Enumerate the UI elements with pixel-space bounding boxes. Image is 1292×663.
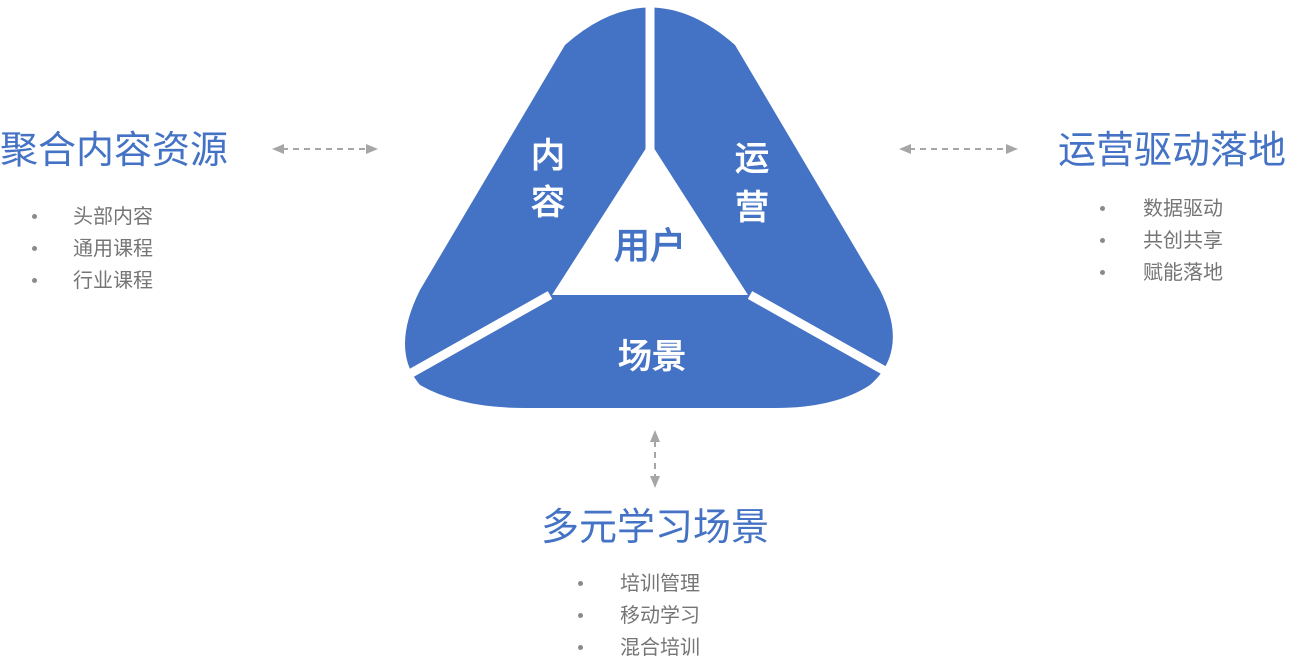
list-item: 数据驱动 bbox=[1058, 192, 1286, 224]
list-item: 行业课程 bbox=[0, 264, 228, 296]
bullet-icon bbox=[1100, 238, 1105, 243]
list-item-label: 混合培训 bbox=[620, 635, 700, 659]
bullet-icon bbox=[32, 246, 37, 251]
list-item-label: 赋能落地 bbox=[1143, 260, 1223, 284]
operation-driven-group: 运营驱动落地 数据驱动 共创共享 赋能落地 bbox=[1058, 128, 1286, 288]
right-connector-arrow bbox=[899, 144, 1018, 154]
bullet-icon bbox=[32, 214, 37, 219]
segment-content-char-1: 内 bbox=[531, 136, 565, 176]
left-connector-arrow bbox=[272, 144, 378, 154]
list-item: 通用课程 bbox=[0, 232, 228, 264]
learning-scenes-group: 多元学习场景 培训管理 移动学习 混合培训 bbox=[541, 505, 769, 663]
list-item: 培训管理 bbox=[541, 567, 769, 599]
segment-content-char-2: 容 bbox=[531, 183, 565, 223]
segment-operation-char-1: 运 bbox=[735, 139, 769, 179]
center-user-label: 用户 bbox=[614, 226, 686, 267]
bullet-icon bbox=[1100, 206, 1105, 211]
list-item: 混合培训 bbox=[541, 631, 769, 663]
segment-operation-char-2: 营 bbox=[735, 188, 769, 228]
list-item-label: 数据驱动 bbox=[1143, 196, 1223, 220]
list-item-label: 培训管理 bbox=[620, 571, 700, 595]
list-item: 移动学习 bbox=[541, 599, 769, 631]
list-item: 赋能落地 bbox=[1058, 256, 1286, 288]
bullet-icon bbox=[578, 645, 583, 650]
bullet-icon bbox=[32, 278, 37, 283]
bullet-icon bbox=[578, 613, 583, 618]
content-resources-title: 聚合内容资源 bbox=[0, 128, 229, 172]
operation-driven-list: 数据驱动 共创共享 赋能落地 bbox=[1058, 192, 1286, 288]
operation-driven-title: 运营驱动落地 bbox=[1058, 128, 1287, 172]
list-item-label: 头部内容 bbox=[73, 204, 153, 228]
list-item-label: 行业课程 bbox=[73, 268, 153, 292]
separator-left bbox=[387, 291, 553, 389]
bullet-icon bbox=[578, 581, 583, 586]
inner-user-triangle bbox=[552, 142, 748, 295]
list-item: 头部内容 bbox=[0, 200, 228, 232]
content-resources-group: 聚合内容资源 头部内容 通用课程 行业课程 bbox=[0, 128, 228, 296]
learning-scenes-list: 培训管理 移动学习 混合培训 bbox=[541, 567, 769, 663]
content-resources-list: 头部内容 通用课程 行业课程 bbox=[0, 200, 228, 296]
list-item-label: 共创共享 bbox=[1143, 228, 1223, 252]
segment-scene-label: 场景 bbox=[618, 337, 686, 377]
list-item: 共创共享 bbox=[1058, 224, 1286, 256]
bullet-icon bbox=[1100, 270, 1105, 275]
learning-scenes-title: 多元学习场景 bbox=[541, 505, 770, 549]
list-item-label: 通用课程 bbox=[73, 236, 153, 260]
separator-right bbox=[747, 291, 913, 389]
bottom-connector-arrow bbox=[650, 430, 660, 488]
list-item-label: 移动学习 bbox=[620, 603, 700, 627]
